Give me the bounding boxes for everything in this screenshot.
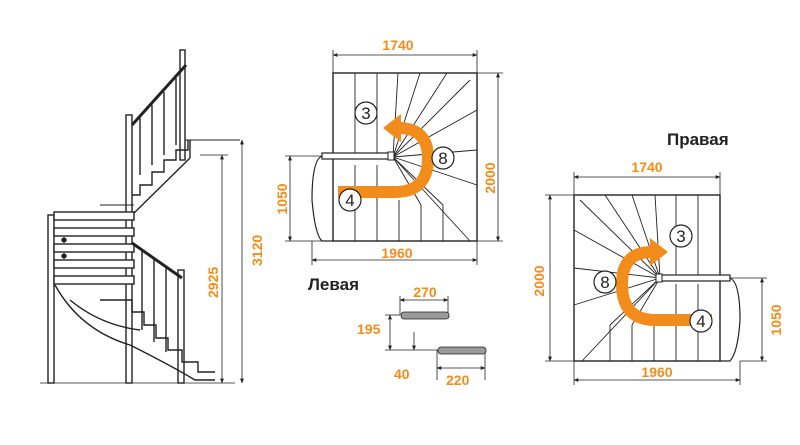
right-plan <box>573 194 741 362</box>
step-tread-depth: 270 <box>413 284 437 300</box>
left-width-top: 1740 <box>382 37 413 53</box>
right-landing: 1050 <box>768 304 784 335</box>
side-elevation <box>40 49 240 384</box>
step-detail <box>385 296 487 380</box>
elevation-height-landing: 2925 <box>205 267 221 298</box>
left-landing: 1050 <box>274 183 290 214</box>
right-width-bottom: 1960 <box>641 364 672 380</box>
step-overlap: 40 <box>394 366 410 382</box>
right-marker-upper: 3 <box>676 227 685 246</box>
right-marker-winder: 8 <box>600 273 609 292</box>
elevation-dimensions <box>200 139 244 384</box>
elevation-height-total: 3120 <box>249 235 265 266</box>
left-variant-label: Левая <box>308 275 359 294</box>
right-variant-label: Правая <box>667 130 729 149</box>
left-marker-upper: 3 <box>361 104 370 123</box>
right-depth: 2000 <box>531 265 547 296</box>
left-marker-winder: 8 <box>438 149 447 168</box>
step-rise: 195 <box>357 321 381 337</box>
step-nosing: 220 <box>446 372 470 388</box>
left-plan-dimensions <box>285 50 503 265</box>
left-width-bottom: 1960 <box>381 245 412 261</box>
left-marker-lower: 4 <box>345 191 354 210</box>
right-marker-lower: 4 <box>696 312 705 331</box>
right-width-top: 1740 <box>631 159 662 175</box>
left-plan <box>311 72 478 242</box>
left-depth: 2000 <box>482 162 498 193</box>
right-plan-dimensions <box>545 172 767 385</box>
